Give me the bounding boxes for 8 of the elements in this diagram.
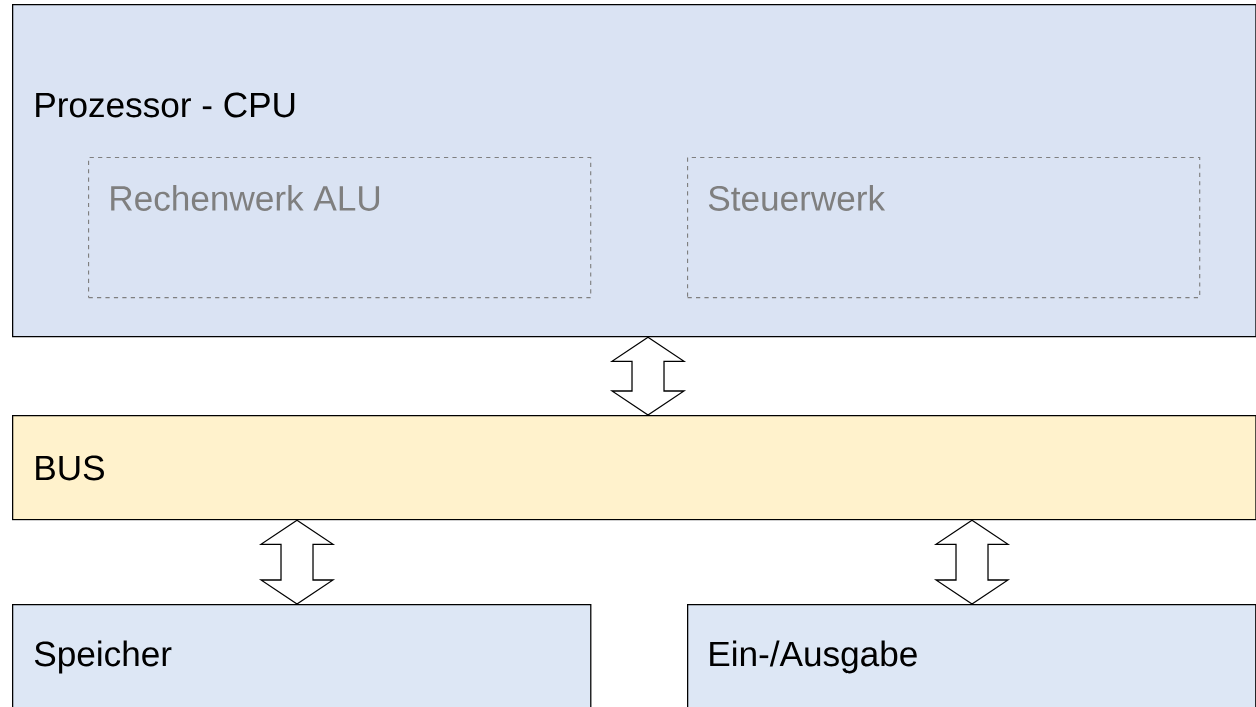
double-arrow — [933, 519, 1011, 605]
double-arrow — [258, 519, 336, 605]
component-box: Ein-/Ausgabe — [687, 604, 1256, 707]
double-arrow — [609, 336, 687, 416]
component-box: Speicher — [12, 604, 592, 707]
component-box: BUS — [12, 415, 1256, 521]
dashed-box: Steuerwerk — [687, 157, 1201, 299]
dashed-box: Rechenwerk ALU — [88, 157, 592, 299]
